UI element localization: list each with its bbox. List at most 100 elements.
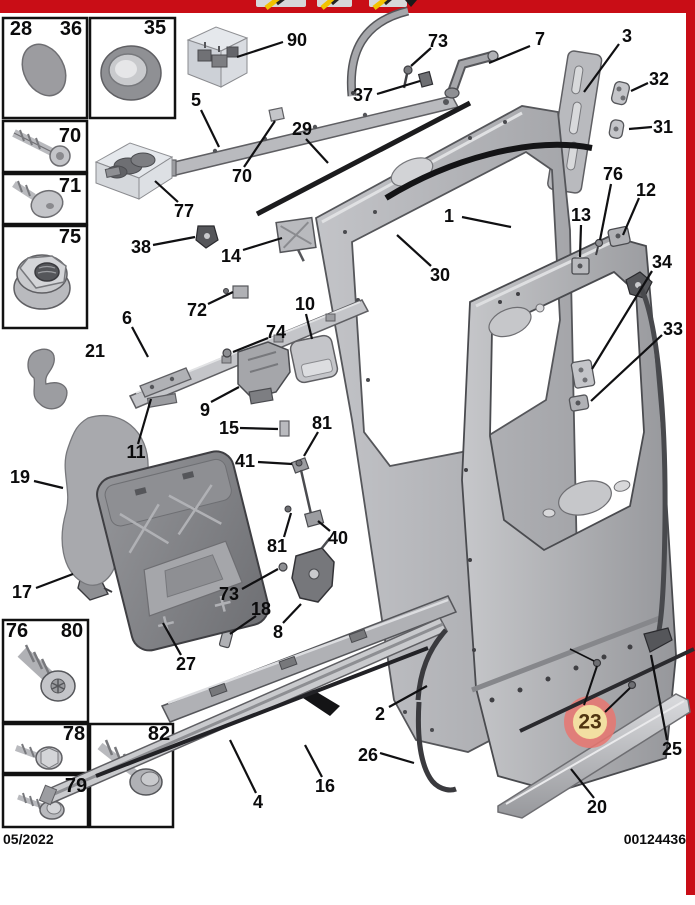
part-callout-41[interactable]: 41 bbox=[234, 451, 256, 471]
part-7-bracket bbox=[444, 50, 499, 99]
part-callout-14[interactable]: 14 bbox=[220, 246, 242, 266]
part-callout-4[interactable]: 4 bbox=[252, 792, 264, 812]
part-callout-19[interactable]: 19 bbox=[9, 467, 31, 487]
part-callout-72[interactable]: 72 bbox=[186, 300, 208, 320]
part-callout-18[interactable]: 18 bbox=[250, 599, 272, 619]
part-callout-70-box[interactable]: 70 bbox=[58, 125, 82, 147]
part-callout-28[interactable]: 28 bbox=[9, 18, 33, 40]
part-callout-9[interactable]: 9 bbox=[199, 400, 211, 420]
part-27-trim-panel bbox=[96, 450, 270, 652]
part-callout-74[interactable]: 74 bbox=[265, 322, 287, 342]
part-callout-15[interactable]: 15 bbox=[218, 418, 240, 438]
part-callout-38[interactable]: 38 bbox=[130, 237, 152, 257]
part-76-80-screw bbox=[17, 644, 76, 702]
part-29-strip bbox=[255, 100, 472, 217]
part-90-connector-cube bbox=[186, 26, 249, 88]
toolbar-icon-fragment-3[interactable] bbox=[369, 0, 407, 10]
part-callout-73-top[interactable]: 73 bbox=[427, 31, 449, 51]
part-callout-78[interactable]: 78 bbox=[62, 723, 86, 745]
part-callout-81-upper[interactable]: 81 bbox=[311, 413, 333, 433]
part-25-top-hook bbox=[625, 271, 653, 299]
part-9-latch bbox=[237, 341, 291, 405]
part-callout-7[interactable]: 7 bbox=[534, 29, 546, 49]
part-callout-36[interactable]: 36 bbox=[59, 18, 83, 40]
part-2-weatherstrip bbox=[415, 628, 448, 701]
part-callout-10[interactable]: 10 bbox=[294, 294, 316, 314]
part-16-strip bbox=[95, 646, 429, 778]
part-callout-70[interactable]: 70 bbox=[231, 166, 253, 186]
part-callout-76[interactable]: 76 bbox=[602, 164, 624, 184]
part-71-rivet bbox=[12, 180, 64, 219]
part-callout-20[interactable]: 20 bbox=[586, 797, 608, 817]
part-callout-21[interactable]: 21 bbox=[84, 341, 106, 361]
part-callout-73-lower[interactable]: 73 bbox=[218, 584, 240, 604]
part-11-bracket bbox=[139, 367, 192, 409]
part-72-clip bbox=[223, 285, 249, 299]
part-8-latch bbox=[291, 537, 335, 603]
part-23-fasteners bbox=[569, 648, 637, 713]
part-callout-26[interactable]: 26 bbox=[357, 745, 379, 765]
part-callout-77[interactable]: 77 bbox=[173, 201, 195, 221]
part-callout-27[interactable]: 27 bbox=[175, 654, 197, 674]
part-callout-11[interactable]: 11 bbox=[126, 442, 146, 462]
part-callout-71[interactable]: 71 bbox=[58, 175, 82, 197]
part-sill-upper bbox=[160, 595, 458, 723]
part-70-clip-on-rail bbox=[268, 106, 285, 122]
part-1-window-strip bbox=[384, 141, 593, 201]
part-callout-31[interactable]: 31 bbox=[652, 117, 674, 137]
part-callout-75[interactable]: 75 bbox=[58, 226, 82, 248]
toolbar-icon-fragment-1[interactable] bbox=[256, 0, 306, 10]
part-35-grommet bbox=[100, 45, 162, 101]
revision-date: 05/2022 bbox=[3, 831, 54, 847]
part-callout-13[interactable]: 13 bbox=[570, 205, 592, 225]
part-callout-82[interactable]: 82 bbox=[147, 723, 171, 745]
part-callout-34[interactable]: 34 bbox=[651, 252, 673, 272]
part-callout-37[interactable]: 37 bbox=[352, 85, 374, 105]
outer-door-panel bbox=[461, 235, 677, 793]
part-callout-29[interactable]: 29 bbox=[291, 119, 313, 139]
part-callout-79[interactable]: 79 bbox=[64, 775, 88, 797]
part-callout-12[interactable]: 12 bbox=[635, 180, 657, 200]
part-callout-17[interactable]: 17 bbox=[11, 582, 33, 602]
part-callout-33[interactable]: 33 bbox=[662, 319, 684, 339]
part-callout-81-lower[interactable]: 81 bbox=[266, 536, 288, 556]
upper-rail-tube bbox=[346, 6, 410, 97]
part-callout-40[interactable]: 40 bbox=[327, 528, 349, 548]
part-callout-5[interactable]: 5 bbox=[190, 90, 202, 110]
part-14-bracket bbox=[275, 216, 317, 262]
part-callout-2[interactable]: 2 bbox=[374, 704, 386, 724]
part-callout-25[interactable]: 25 bbox=[661, 739, 683, 759]
part-74-pin bbox=[222, 348, 232, 358]
part-15-clip bbox=[279, 420, 290, 437]
part-77-grommet-kit bbox=[94, 142, 174, 200]
part-callout-3[interactable]: 3 bbox=[621, 26, 633, 46]
part-78-bolt bbox=[14, 743, 63, 770]
part-callout-35[interactable]: 35 bbox=[143, 17, 167, 39]
part-33-plate bbox=[568, 394, 590, 412]
part-callout-1[interactable]: 1 bbox=[443, 206, 455, 226]
part-23-highlight-marker[interactable] bbox=[564, 696, 616, 748]
part-25-end-bracket bbox=[643, 627, 673, 653]
leader-lines bbox=[33, 40, 669, 799]
part-24-strip bbox=[519, 647, 695, 733]
part-callout-80[interactable]: 80 bbox=[60, 620, 84, 642]
part-10-cover bbox=[289, 334, 339, 384]
part-70-screw bbox=[12, 129, 71, 167]
part-callout-16[interactable]: 16 bbox=[314, 776, 336, 796]
dropdown-arrow-icon[interactable] bbox=[405, 0, 417, 7]
part-79-screw bbox=[17, 792, 65, 820]
part-callout-90[interactable]: 90 bbox=[286, 30, 308, 50]
toolbar-icon-fragment-2[interactable] bbox=[317, 0, 352, 10]
part-callout-23[interactable]: 23 bbox=[578, 710, 602, 734]
part-callout-32[interactable]: 32 bbox=[648, 69, 670, 89]
document-number: 00124436 bbox=[623, 831, 686, 847]
part-callout-76-box[interactable]: 76 bbox=[5, 620, 29, 642]
part-callout-8[interactable]: 8 bbox=[272, 622, 284, 642]
part-callout-30[interactable]: 30 bbox=[429, 265, 451, 285]
part-callout-6[interactable]: 6 bbox=[121, 308, 133, 328]
top-banner bbox=[0, 0, 695, 13]
right-red-strip bbox=[686, 0, 695, 895]
part-73-screw-lower bbox=[278, 562, 288, 572]
